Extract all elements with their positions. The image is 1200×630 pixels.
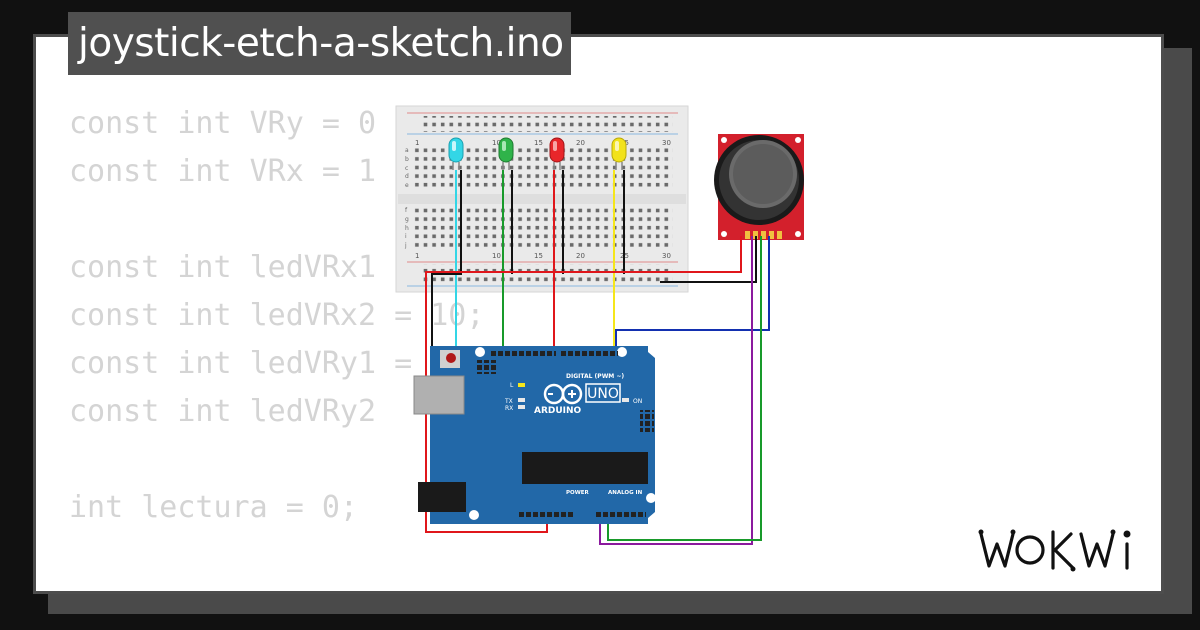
- led-green[interactable]: [498, 137, 514, 170]
- col-label: 15: [534, 252, 543, 260]
- l-label: L: [510, 382, 514, 389]
- led-cyan[interactable]: [448, 137, 464, 170]
- arduino-model-label: UNO: [587, 386, 619, 402]
- row-label: f: [405, 207, 408, 214]
- power-label: POWER: [566, 490, 590, 496]
- led-yellow[interactable]: [611, 137, 627, 170]
- led-red[interactable]: [549, 137, 565, 170]
- row-label: d: [405, 173, 409, 180]
- row-label: i: [405, 233, 407, 240]
- code-line: const int VRy = 0: [69, 106, 377, 141]
- col-label: 1: [415, 139, 419, 147]
- col-label: 10: [492, 252, 501, 260]
- wire-purple: [599, 236, 753, 545]
- breadboard: 1 10 15 20 25 30 1 10 15 20 25 30 a b c …: [395, 105, 689, 293]
- arduino-uno[interactable]: UNO ARDUINO DIGITAL (PWM ~) ANALOG IN PO…: [413, 346, 656, 524]
- joystick-module[interactable]: [714, 134, 804, 240]
- row-label: g: [405, 216, 409, 223]
- col-label: 15: [534, 139, 543, 147]
- on-label: ON: [633, 398, 642, 405]
- breadboard-row-labels: a b c d e f g h i j: [404, 147, 409, 249]
- arduino-brand-label: ARDUINO: [534, 406, 582, 416]
- code-line: const int VRx = 1: [69, 154, 377, 189]
- col-label: 20: [576, 252, 585, 260]
- code-line: const int ledVRy2: [69, 394, 377, 429]
- col-label: 30: [662, 252, 671, 260]
- project-title: joystick-etch-a-sketch.ino: [68, 12, 571, 75]
- row-label: a: [405, 147, 409, 154]
- wire-green-analog: [607, 236, 762, 541]
- col-label: 20: [576, 139, 585, 147]
- code-line: int lectura = 0;: [69, 490, 358, 525]
- wire-black-gnd: [660, 236, 757, 283]
- analog-label: ANALOG IN: [608, 490, 643, 496]
- row-label: b: [405, 156, 409, 163]
- row-label: c: [405, 165, 408, 172]
- row-label: h: [405, 225, 409, 232]
- code-line: const int ledVRx1: [69, 250, 377, 285]
- row-label: e: [405, 182, 409, 189]
- digital-label: DIGITAL (PWM ~): [566, 373, 624, 380]
- code-line: const int ledVRx2 = 10;: [69, 298, 485, 333]
- col-label: 30: [662, 139, 671, 147]
- col-label: 10: [492, 139, 501, 147]
- row-label: j: [404, 242, 407, 249]
- wire-blue: [615, 236, 770, 352]
- col-label: 1: [415, 252, 419, 260]
- wokwi-logo: [978, 529, 1131, 572]
- tx-label: TX: [504, 398, 513, 405]
- rx-label: RX: [505, 405, 513, 412]
- code-preview: const int VRy = 0 const int VRx = 1 const …: [69, 100, 484, 532]
- code-line: const int ledVRy1 =: [69, 346, 413, 381]
